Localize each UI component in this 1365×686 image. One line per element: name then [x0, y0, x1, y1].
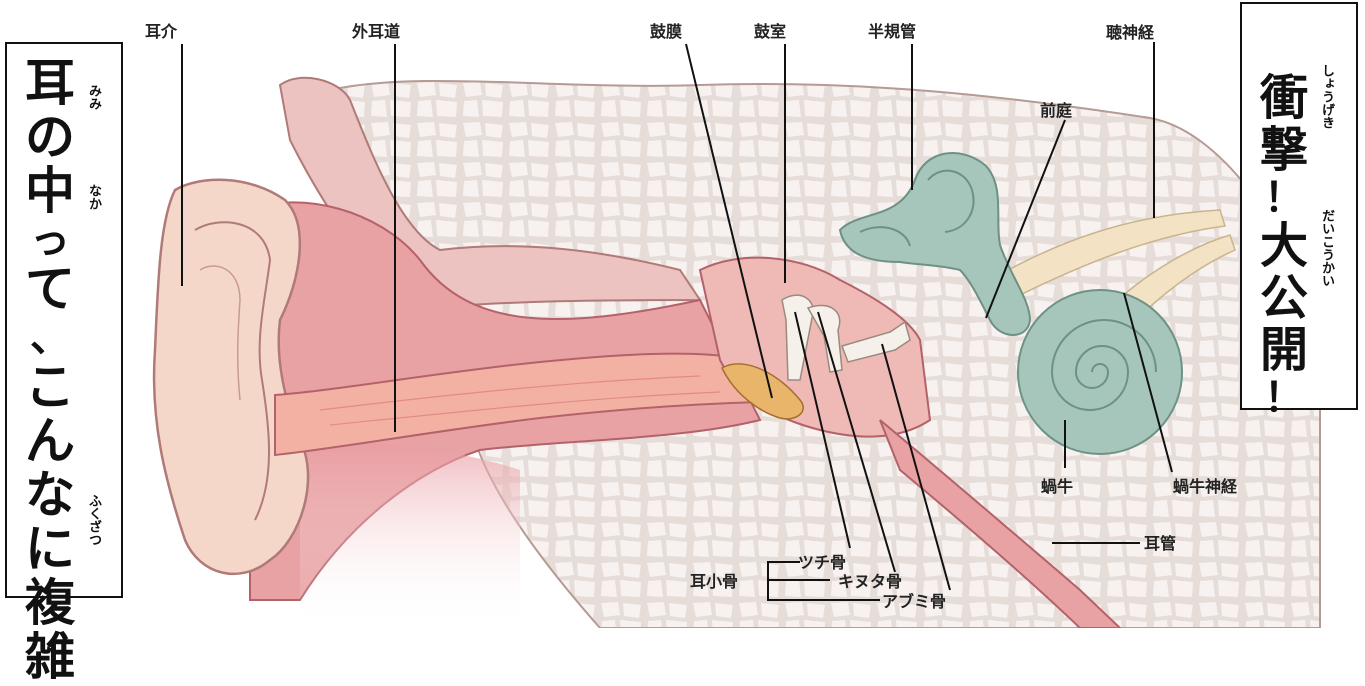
ear-illustration: 耳介 外耳道 鼓膜 鼓室 半規管 前庭 聴神経 蝸牛 蝸牛神経 耳管 耳小骨 ツ…: [0, 0, 1365, 628]
label-semicircular-canals: 半規管: [868, 22, 916, 41]
caption-char: に: [25, 524, 75, 574]
caption-char: 開: [1260, 326, 1308, 374]
caption-char: 雑: [25, 632, 75, 682]
caption-char: こ: [25, 362, 75, 412]
caption-char: 大: [1260, 222, 1308, 270]
ruby-fukuzatsu: ふくざつ: [87, 494, 100, 546]
caption-char: ！: [1264, 178, 1304, 218]
label-ossicles: 耳小骨: [690, 572, 738, 591]
label-eustachian-tube: 耳管: [1144, 534, 1176, 553]
label-cochlear-nerve: 蝸牛神経: [1173, 477, 1238, 496]
ruby-daikoukai: だいこうかい: [1320, 209, 1333, 287]
caption-char: 衝: [1260, 74, 1308, 122]
label-stapes: アブミ骨: [882, 592, 946, 611]
caption-char: 、: [30, 318, 70, 358]
label-auricle: 耳介: [145, 22, 178, 41]
caption-char: な: [25, 470, 75, 520]
label-vestibule: 前庭: [1040, 101, 1072, 120]
label-auditory-nerve: 聴神経: [1106, 23, 1155, 42]
caption-char: 中: [25, 166, 75, 216]
caption-char: て: [25, 264, 75, 314]
right-caption-box: 衝 撃 ！ 大 公 開 ！ しょうげき だいこうかい: [1240, 2, 1358, 410]
label-incus: キヌタ骨: [838, 572, 902, 591]
ruby-mimi: みみ: [87, 84, 100, 110]
caption-char: 公: [1260, 274, 1308, 322]
label-cochlea: 蝸牛: [1041, 477, 1073, 496]
label-tympanic-cavity: 鼓室: [754, 22, 786, 41]
caption-char: 耳: [25, 58, 75, 108]
cochlea-shape: [1018, 290, 1182, 454]
caption-char: っ: [30, 220, 70, 260]
label-eardrum: 鼓膜: [650, 22, 682, 41]
caption-char: の: [25, 112, 75, 162]
right-caption-text: 衝 撃 ！ 大 公 開 ！: [1260, 74, 1308, 422]
caption-char: ん: [25, 416, 75, 466]
left-caption-text: 耳 の 中 っ て 、 こ ん な に 複 雑: [25, 58, 75, 686]
caption-char: 複: [25, 578, 75, 628]
ruby-naka: なか: [87, 184, 100, 210]
ruby-shougeki: しょうげき: [1320, 64, 1333, 129]
lower-fade: [300, 440, 520, 628]
caption-char: ！: [1264, 378, 1304, 418]
caption-char: 撃: [1260, 126, 1308, 174]
left-caption-box: 耳 の 中 っ て 、 こ ん な に 複 雑 みみ なか ふくざつ: [5, 42, 123, 598]
label-malleus: ツチ骨: [798, 553, 846, 572]
label-ear-canal: 外耳道: [351, 22, 400, 41]
ear-diagram: 耳介 外耳道 鼓膜 鼓室 半規管 前庭 聴神経 蝸牛 蝸牛神経 耳管 耳小骨 ツ…: [0, 0, 1365, 628]
